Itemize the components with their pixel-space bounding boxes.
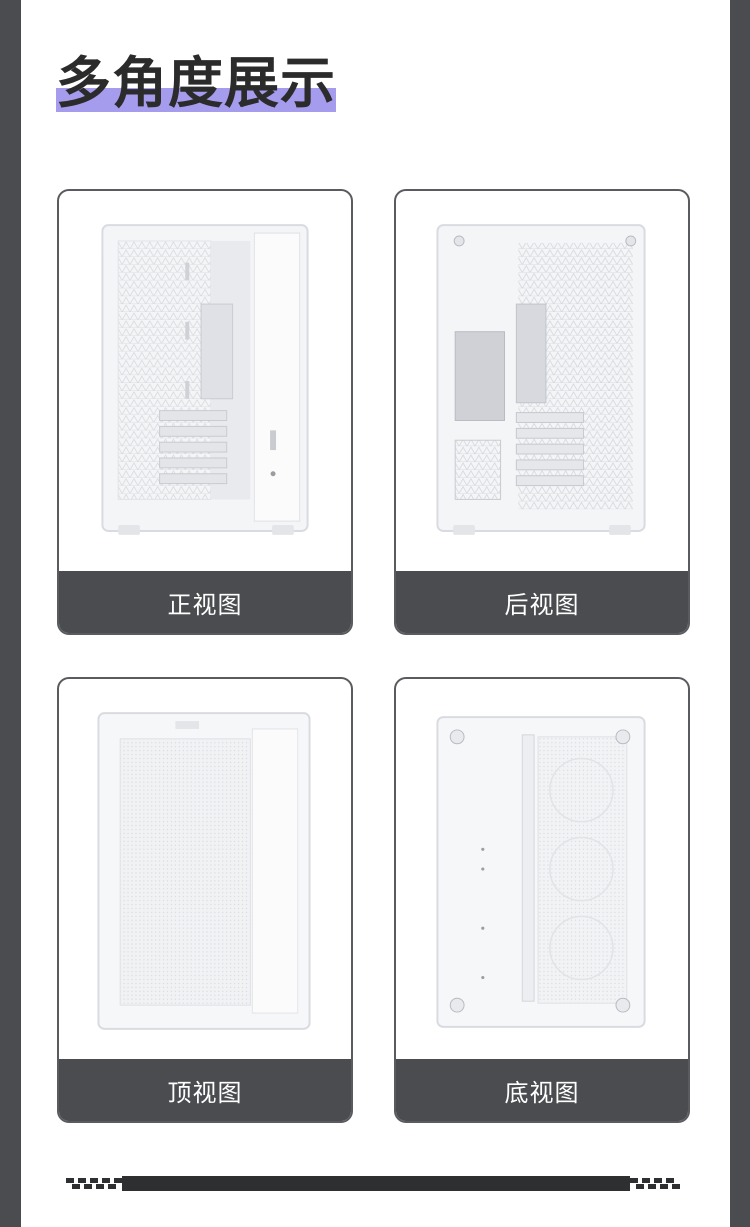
view-label-bar: 底视图 — [396, 1059, 688, 1121]
left-border-bar — [0, 0, 21, 1227]
case-front-view-image — [101, 224, 309, 535]
page-title: 多角度展示 — [56, 51, 337, 115]
view-card-rear: 后视图 — [394, 189, 690, 635]
view-card-bottom: 底视图 — [394, 677, 690, 1123]
view-label: 底视图 — [504, 1078, 580, 1107]
footer-divider — [66, 1176, 680, 1191]
case-top-view-image — [97, 712, 311, 1030]
view-label-bar: 后视图 — [396, 571, 688, 633]
view-label: 正视图 — [167, 590, 243, 619]
view-label-bar: 顶视图 — [59, 1059, 351, 1121]
view-label: 后视图 — [504, 590, 580, 619]
view-card-front: 正视图 — [57, 189, 353, 635]
section-heading: 多角度展示 — [56, 48, 346, 118]
case-rear-view-image — [436, 224, 646, 535]
case-bottom-view-image — [436, 716, 646, 1028]
view-label-bar: 正视图 — [59, 571, 351, 633]
view-card-top: 顶视图 — [57, 677, 353, 1123]
right-border-bar — [730, 0, 750, 1227]
view-label: 顶视图 — [167, 1078, 243, 1107]
title-highlight — [56, 88, 336, 112]
